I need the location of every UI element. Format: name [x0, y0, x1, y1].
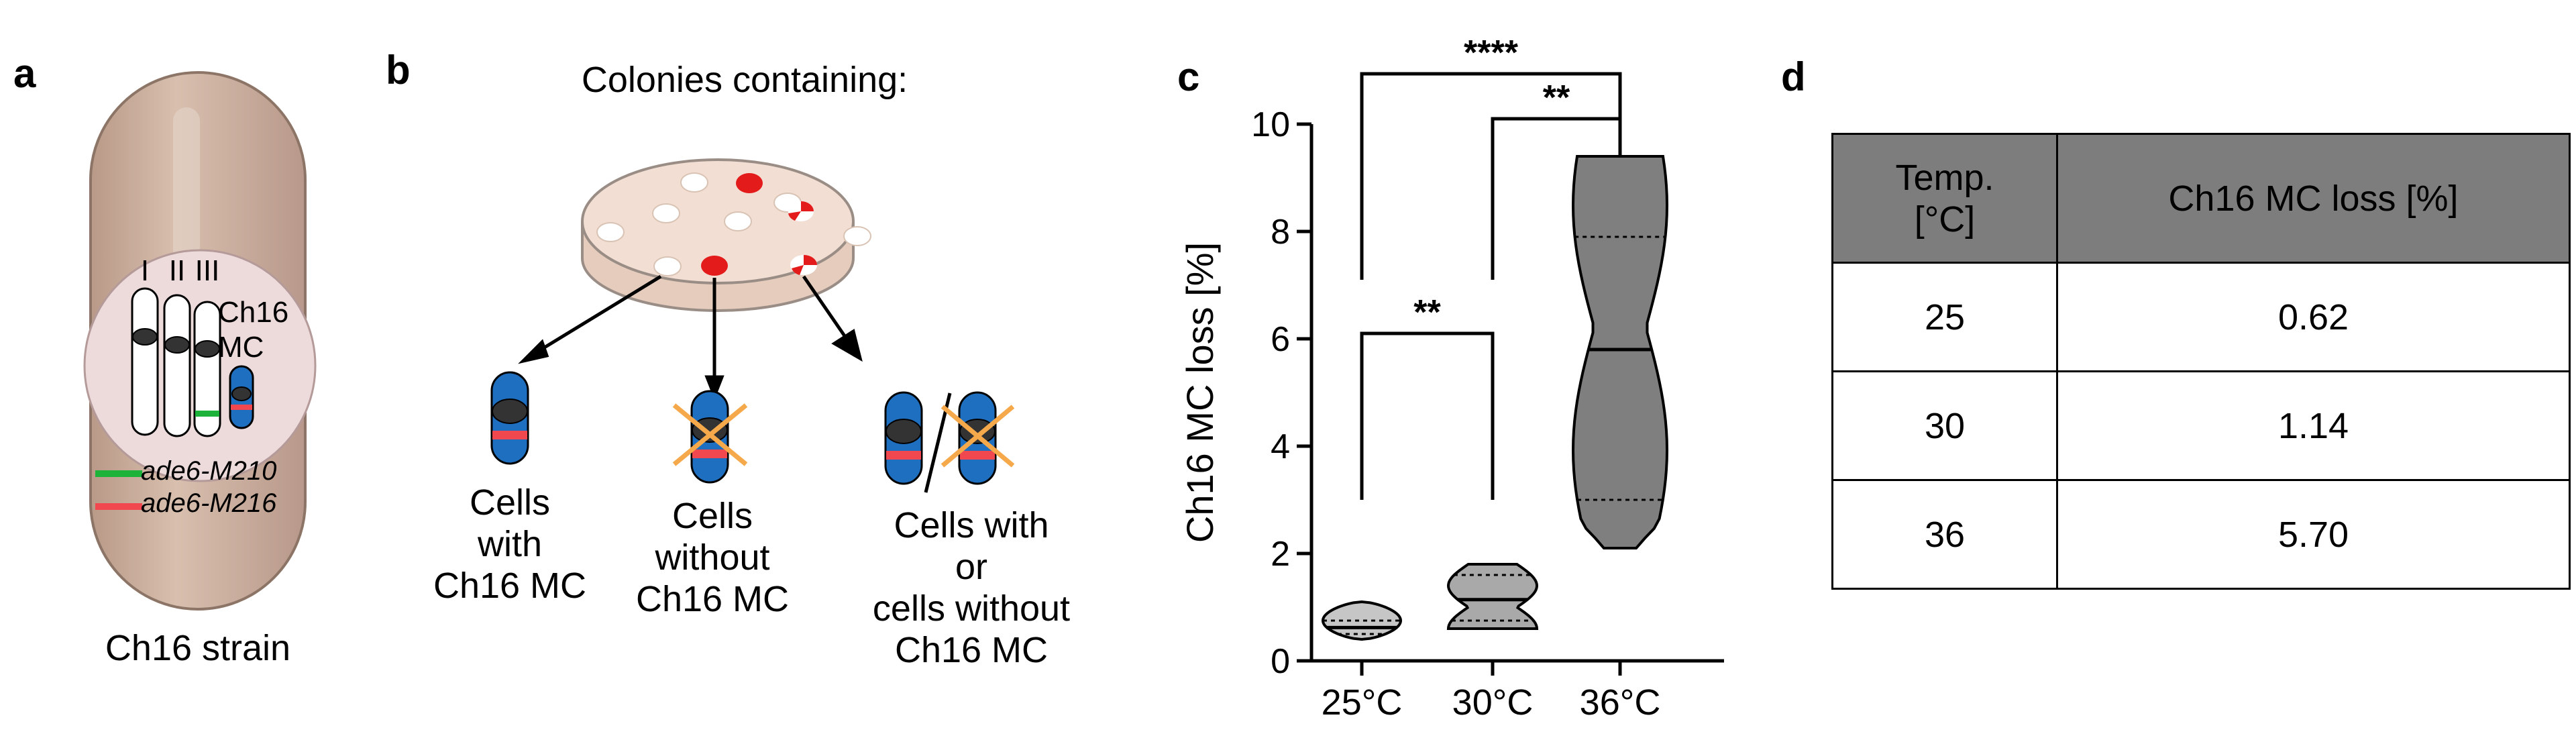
x-tick-label: 30°C: [1452, 682, 1534, 723]
chromosome-1: [131, 287, 159, 436]
y-tick-label: 10: [1251, 105, 1290, 144]
legend-swatch-m210: [95, 470, 142, 477]
cell-mixed-icon: [884, 391, 1015, 493]
sectored-colony: [788, 201, 814, 221]
ade6-m210-mark: [195, 411, 219, 417]
red-colony: [736, 173, 763, 193]
violin-30°C: [1446, 563, 1539, 630]
y-tick-label: 6: [1271, 320, 1290, 359]
loss-table: Temp. [°C] Ch16 MC loss [%] 25 0.62 30 1…: [1831, 133, 2571, 590]
table-row: 36 5.70: [1831, 479, 2571, 590]
panel-letter-c: c: [1177, 54, 1200, 99]
table-header-row: Temp. [°C] Ch16 MC loss [%]: [1831, 133, 2571, 264]
significance-bracket: [1360, 72, 1622, 280]
chromosome-label-2: II: [169, 254, 185, 287]
y-tick-label: 2: [1271, 535, 1290, 574]
x-tick-label: 36°C: [1580, 682, 1661, 723]
legend-label-m216: ade6-M216: [141, 488, 277, 518]
panel-letter-d: d: [1781, 54, 1806, 99]
outcome-label-with-mc: Cells with Ch16 MC: [433, 482, 587, 606]
significance-label: ****: [1464, 34, 1519, 72]
ade6-m216-mark: [231, 405, 252, 410]
violin-25°C: [1321, 600, 1403, 641]
table-cell-temp: 30: [1831, 370, 2058, 481]
red-colony: [701, 256, 728, 276]
table-cell-temp: 36: [1831, 479, 2058, 590]
centromere-3: [195, 340, 220, 358]
mc-centromere: [231, 386, 252, 401]
cell-highlight: [173, 107, 200, 268]
violin-36°C: [1571, 155, 1669, 549]
centromere-1: [132, 328, 158, 346]
legend-label-m210: ade6-M210: [141, 456, 277, 486]
sectored-colony: [790, 255, 817, 275]
minichromosome-label: Ch16 MC: [218, 296, 289, 364]
cell-diagram: I II III: [83, 71, 317, 611]
table-cell-loss: 5.70: [2056, 479, 2571, 590]
chromosome-3: [193, 301, 221, 437]
arrows: [518, 274, 863, 401]
table-cell-loss: 0.62: [2056, 262, 2571, 372]
centromere-2: [164, 336, 190, 354]
cell-with-mc-icon: [490, 371, 529, 465]
x-tick-label: 25°C: [1322, 682, 1403, 723]
y-axis-label: Ch16 MC loss [%]: [1179, 242, 1221, 543]
outcome-label-without-mc: Cells without Ch16 MC: [635, 496, 790, 619]
significance-label: **: [1413, 293, 1441, 332]
white-colonies: [596, 172, 871, 276]
table-header-loss: Ch16 MC loss [%]: [2056, 133, 2571, 264]
table-header-temp: Temp. [°C]: [1831, 133, 2058, 264]
petri-dish: [581, 158, 855, 284]
table-cell-loss: 1.14: [2056, 370, 2571, 481]
significance-bracket: [1491, 117, 1622, 280]
table-row: 25 0.62: [1831, 262, 2571, 372]
y-tick-label: 0: [1271, 642, 1290, 681]
y-tick-label: 4: [1271, 427, 1290, 466]
panel-letter-b: b: [386, 48, 411, 93]
outcome-label-mixed: Cells with or cells without Ch16 MC: [872, 505, 1071, 670]
petri-dish-diagram: [490, 158, 1015, 493]
chromosome-label-3: III: [195, 254, 220, 287]
colonies-title: Colonies containing:: [581, 60, 908, 100]
y-tick-label: 8: [1271, 213, 1290, 252]
strain-caption: Ch16 strain: [105, 628, 291, 668]
chromosome-2: [163, 294, 191, 437]
table-cell-temp: 25: [1831, 262, 2058, 372]
panel-letter-a: a: [13, 51, 36, 96]
significance-bracket: [1360, 331, 1495, 500]
legend-swatch-m216: [95, 503, 142, 510]
significance-label: **: [1543, 78, 1570, 117]
cell-without-mc-icon: [672, 390, 748, 484]
table-row: 30 1.14: [1831, 370, 2571, 481]
chromosome-label-1: I: [141, 254, 149, 287]
